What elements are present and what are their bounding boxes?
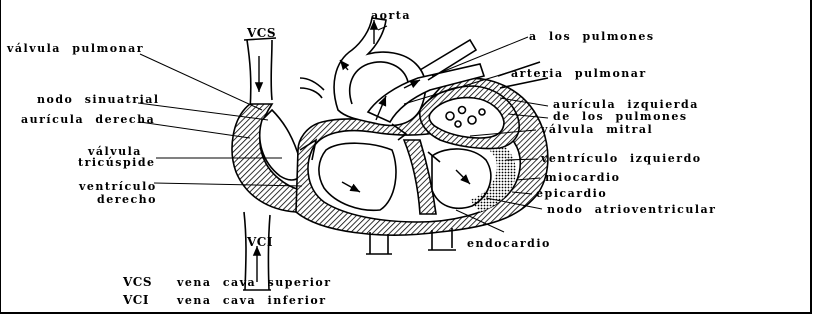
label-aorta: aorta bbox=[371, 10, 411, 22]
label-vci: VCI bbox=[247, 236, 273, 248]
label-ventriculo: ventrículo bbox=[79, 181, 157, 193]
label-tricuspide: tricúspide bbox=[78, 157, 156, 169]
label-epicardio: epicardio bbox=[536, 188, 607, 200]
legend-abbr-vci: VCI bbox=[123, 294, 149, 306]
label-a-los-pulmones: a los pulmones bbox=[529, 31, 655, 43]
label-miocardio: miocardio bbox=[545, 172, 620, 184]
legend-meaning-vcs: vena cava superior bbox=[177, 277, 332, 289]
label-nodo-atrioventricular: nodo atrioventricular bbox=[547, 204, 716, 216]
label-derecho: derecho bbox=[97, 194, 157, 206]
label-arteria-pulmonar: arteria pulmonar bbox=[511, 68, 647, 80]
label-valvula-pulmonar: válvula pulmonar bbox=[7, 43, 144, 55]
label-vcs: VCS bbox=[247, 27, 276, 39]
label-valvula-mitral: válvula mitral bbox=[541, 124, 653, 136]
label-de-los-pulmones: de los pulmones bbox=[553, 111, 688, 123]
label-auricula-derecha: aurícula derecha bbox=[21, 114, 155, 126]
label-nodo-sinuatrial: nodo sinuatrial bbox=[37, 94, 160, 106]
legend-abbr-vcs: VCS bbox=[123, 276, 152, 288]
label-ventriculo-izquierdo: ventrículo izquierdo bbox=[541, 153, 702, 165]
legend-meaning-vci: vena cava inferior bbox=[177, 295, 327, 307]
label-endocardio: endocardio bbox=[467, 238, 551, 250]
